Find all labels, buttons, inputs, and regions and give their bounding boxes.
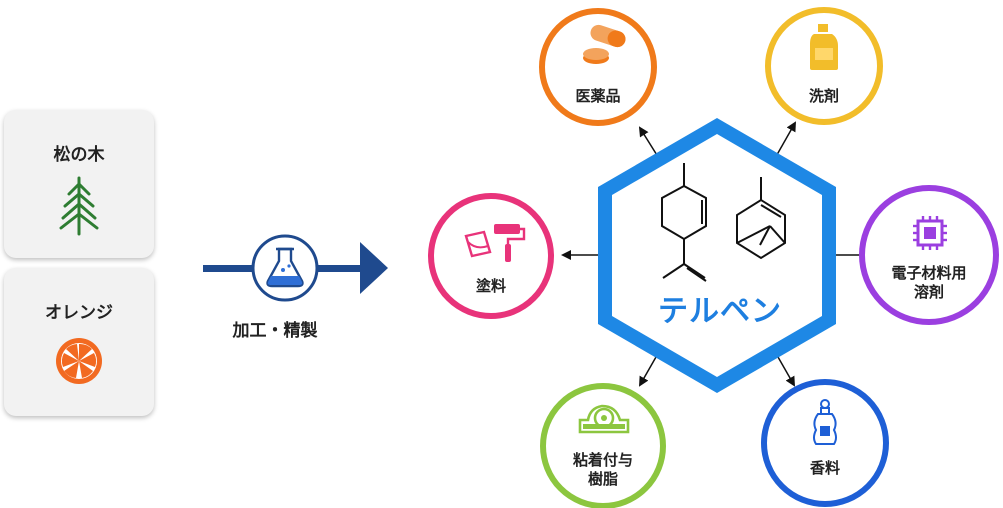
app-node-circle — [540, 383, 666, 508]
perfume-bottle-icon — [813, 399, 837, 445]
terpene-molecule-structures — [661, 163, 786, 282]
app-label-paint: 塗料 — [475, 277, 506, 295]
detergent-bottle-icon — [810, 24, 838, 70]
center-hexagon — [598, 118, 836, 393]
pills-icon — [583, 24, 626, 64]
tape-dispenser-icon — [578, 404, 630, 434]
app-label-fragrance: 香料 — [809, 459, 840, 477]
flask-icon — [251, 234, 319, 302]
source-label: 松の木 — [53, 145, 105, 165]
app-label-pharmaceuticals: 医薬品 — [575, 87, 621, 105]
source-label: オレンジ — [45, 303, 113, 323]
source-card-pine: 松の木 — [4, 110, 154, 258]
pine-tree-icon — [59, 176, 99, 236]
orange-slice-icon — [56, 338, 102, 384]
paint-roller-icon — [464, 224, 526, 262]
chip-icon — [913, 216, 947, 250]
app-label-detergent: 洗剤 — [808, 87, 839, 105]
app-node-circle — [859, 185, 999, 325]
app-label-tackifier-resin: 粘着付与 樹脂 — [572, 451, 633, 488]
app-node-circle — [428, 193, 554, 319]
app-node-circles — [428, 7, 999, 508]
center-label: テルペン — [658, 294, 782, 329]
app-label-electronic-solvent: 電子材料用 溶剤 — [891, 264, 967, 301]
process-label: 加工・精製 — [232, 321, 318, 341]
process-arrow — [203, 242, 388, 294]
app-node-circle — [539, 8, 657, 126]
source-card-orange: オレンジ — [4, 268, 154, 416]
